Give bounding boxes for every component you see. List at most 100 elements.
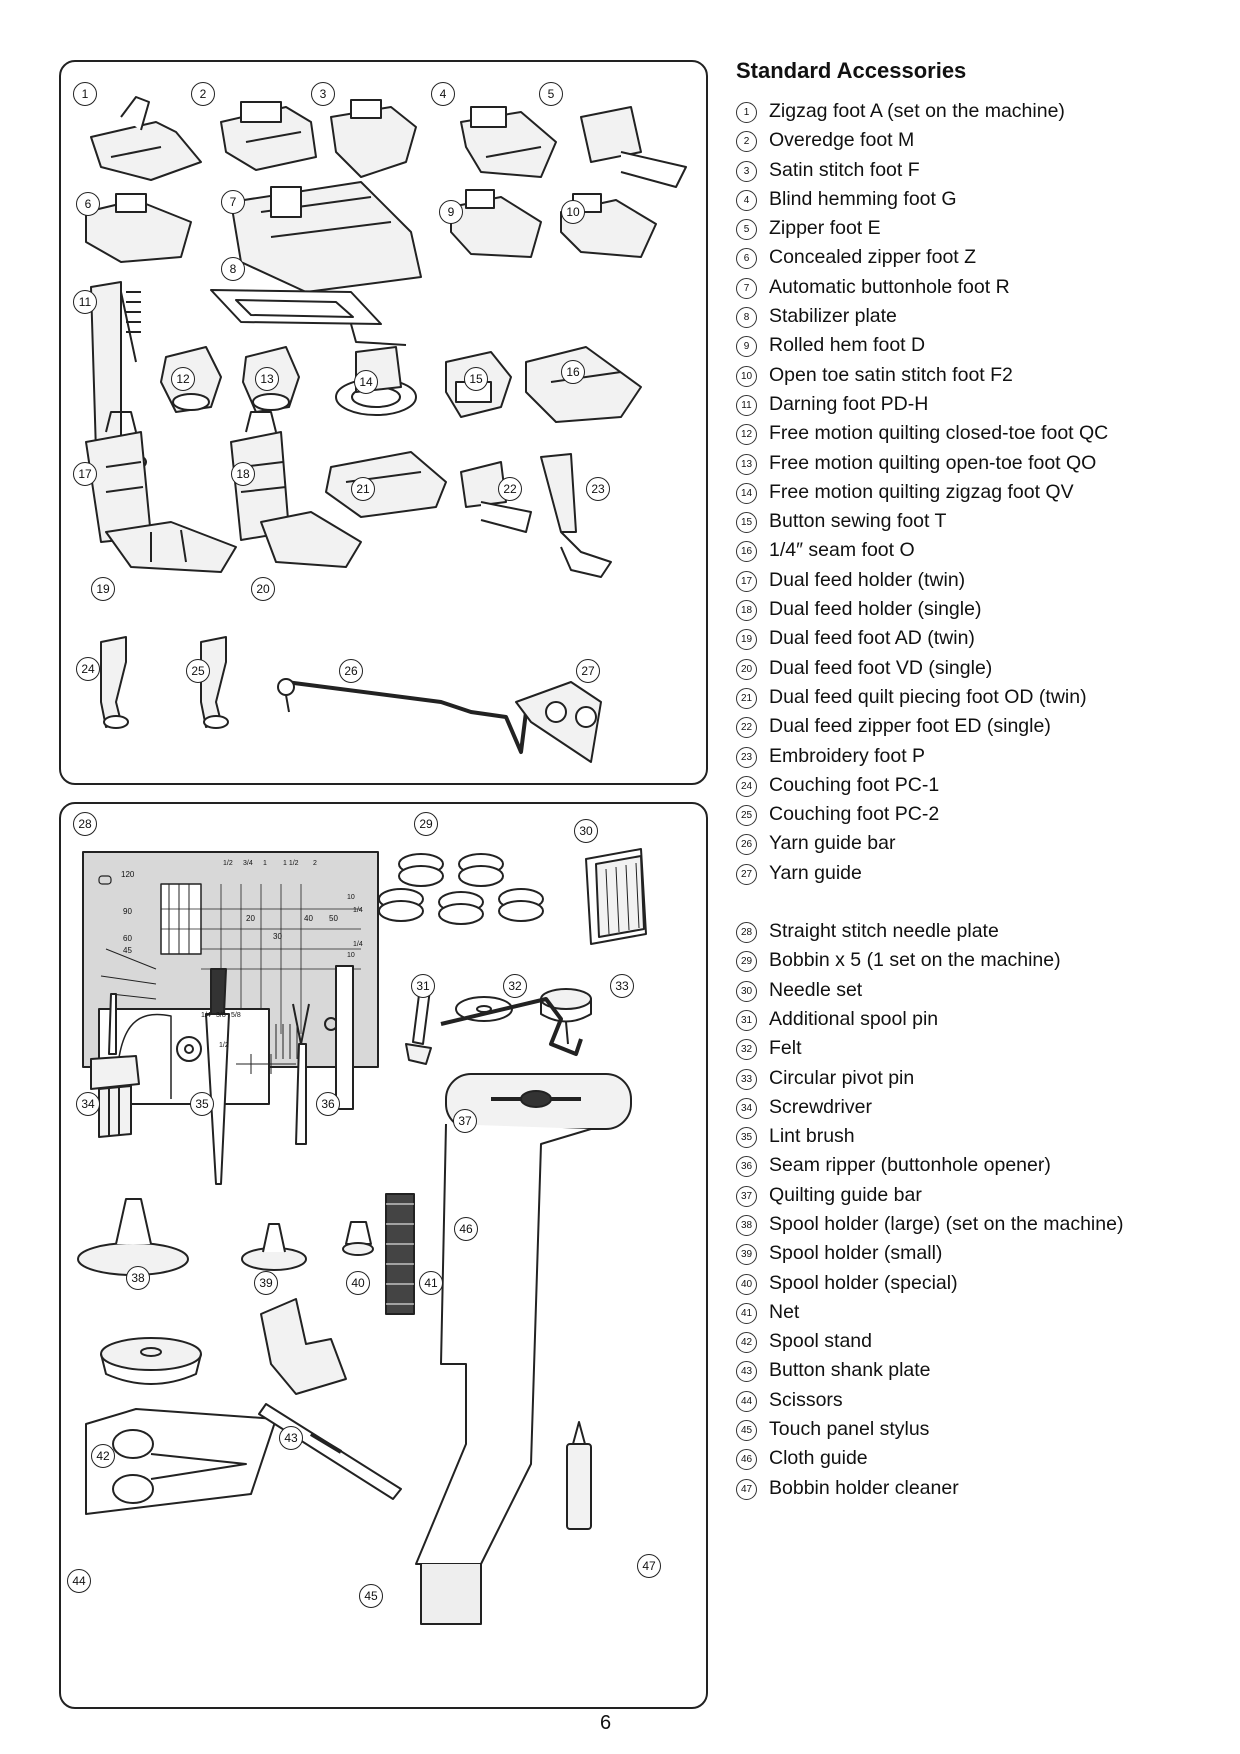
- item-number: 20: [736, 658, 757, 680]
- embroidery-foot-p-drawing: [540, 453, 612, 578]
- item-number: 44: [736, 1390, 757, 1412]
- item-number: 41: [736, 1302, 757, 1324]
- item-number: 23: [736, 746, 757, 768]
- item-label: Seam ripper (buttonhole opener): [769, 1154, 1051, 1177]
- callout-31: 31: [411, 974, 435, 998]
- callout-11: 11: [73, 290, 97, 314]
- plate-label: 10: [347, 894, 355, 901]
- item-number: 38: [736, 1214, 757, 1236]
- item-number: 17: [736, 570, 757, 592]
- callout-46: 46: [454, 1217, 478, 1241]
- plate-label: 5/8: [231, 1012, 241, 1019]
- accessory-item: 7 Automatic buttonhole foot R: [736, 273, 1216, 302]
- callout-28: 28: [73, 812, 97, 836]
- button-shank-plate-drawing: [260, 1298, 347, 1395]
- item-label: Dual feed holder (twin): [769, 568, 966, 591]
- callout-24: 24: [76, 657, 100, 681]
- item-number: 36: [736, 1156, 757, 1178]
- callout-26: 26: [339, 659, 363, 683]
- item-number: 7: [736, 277, 757, 299]
- callout-37: 37: [453, 1109, 477, 1133]
- spool-holder-large-drawing: [77, 1198, 189, 1276]
- item-number: 3: [736, 160, 757, 182]
- plate-label: 3/8: [216, 1012, 226, 1019]
- quilting-guide-bar-drawing: [440, 997, 583, 1056]
- automatic-buttonhole-foot-r-drawing: [230, 181, 422, 293]
- callout-20: 20: [251, 577, 275, 601]
- accessory-item: 36 Seam ripper (buttonhole opener): [736, 1151, 1216, 1180]
- plate-label: 1/2: [219, 1042, 229, 1049]
- item-number: 13: [736, 453, 757, 475]
- item-number: 31: [736, 1009, 757, 1031]
- item-label: Net: [769, 1300, 800, 1323]
- plate-label: 1 1/2: [283, 860, 299, 867]
- item-number: 27: [736, 863, 757, 885]
- plate-label: 3/4: [243, 860, 253, 867]
- item-number: 34: [736, 1097, 757, 1119]
- callout-10: 10: [561, 200, 585, 224]
- item-number: 46: [736, 1449, 757, 1471]
- callout-45: 45: [359, 1584, 383, 1608]
- screwdriver-drawing: [90, 993, 140, 1138]
- item-number: 2: [736, 131, 757, 153]
- presser-feet-illustration: 1 2 3 4 5 6 7 8 9 10 11 12 13 14 15 16 1…: [59, 60, 708, 785]
- item-label: Spool holder (special): [769, 1271, 958, 1294]
- dual-feed-foot-vd-single-drawing: [260, 511, 362, 568]
- bobbins-drawing: [378, 853, 544, 925]
- plate-label: 50: [329, 914, 338, 923]
- lint-brush-drawing: [205, 968, 230, 1185]
- callout-40: 40: [346, 1271, 370, 1295]
- stabilizer-plate-drawing: [210, 289, 407, 346]
- callout-8: 8: [221, 257, 245, 281]
- straight-stitch-needle-plate-drawing: [82, 851, 379, 1105]
- yarn-guide-drawing: [515, 681, 602, 763]
- callout-32: 32: [503, 974, 527, 998]
- item-label: Automatic buttonhole foot R: [769, 275, 1010, 298]
- item-number: 21: [736, 687, 757, 709]
- callout-12: 12: [171, 367, 195, 391]
- item-label: Dual feed foot VD (single): [769, 656, 993, 679]
- item-label: Concealed zipper foot Z: [769, 246, 977, 269]
- item-label: Needle set: [769, 978, 863, 1001]
- item-label: Blind hemming foot G: [769, 187, 957, 210]
- item-number: 28: [736, 922, 757, 944]
- item-label: Rolled hem foot D: [769, 334, 926, 357]
- callout-21: 21: [351, 477, 375, 501]
- satin-stitch-foot-f-drawing: [330, 99, 417, 178]
- item-number: 37: [736, 1185, 757, 1207]
- callout-16: 16: [561, 360, 585, 384]
- callout-33: 33: [610, 974, 634, 998]
- item-label: Couching foot PC-1: [769, 773, 940, 796]
- item-number: 45: [736, 1420, 757, 1442]
- plate-label: 30: [273, 932, 282, 941]
- item-number: 8: [736, 307, 757, 329]
- callout-42: 42: [91, 1444, 115, 1468]
- plate-label: 40: [304, 914, 313, 923]
- item-number: 40: [736, 1273, 757, 1295]
- callout-3: 3: [311, 82, 335, 106]
- item-label: Dual feed quilt piecing foot OD (twin): [769, 685, 1087, 708]
- circular-pivot-pin-drawing: [540, 988, 592, 1045]
- item-label: Additional spool pin: [769, 1007, 939, 1030]
- blind-hemming-foot-g-drawing: [460, 106, 557, 178]
